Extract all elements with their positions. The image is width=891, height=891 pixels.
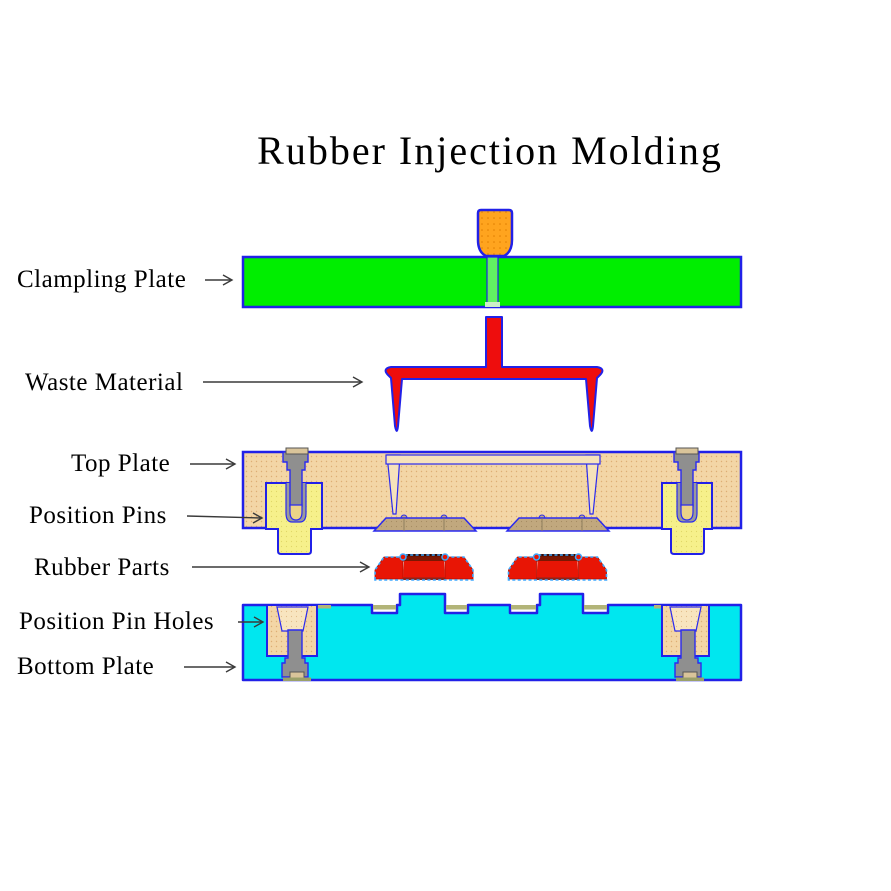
page-title: Rubber Injection Molding <box>257 128 723 173</box>
rubber-part <box>374 553 474 581</box>
arrow-waste-material <box>203 376 364 388</box>
label-rubber-parts: Rubber Parts <box>34 554 170 581</box>
label-top-plate: Top Plate <box>71 450 171 477</box>
label-position-pins: Position Pins <box>29 502 167 529</box>
arrow-bottom-plate <box>184 661 237 673</box>
label-waste-material: Waste Material <box>25 369 184 396</box>
label-position-pin-holes: Position Pin Holes <box>19 608 215 635</box>
arrow-position-pin-holes <box>238 616 265 628</box>
position-pin-tip-left <box>289 504 303 521</box>
arrow-rubber-parts <box>192 561 371 573</box>
bottom-strip <box>676 677 704 681</box>
arrow-position-pins <box>186 512 264 524</box>
top-plate-shape <box>241 450 743 530</box>
rubber-part <box>507 553 608 581</box>
pin-hole-funnel-right <box>669 606 702 632</box>
waste-material-shape <box>384 316 604 432</box>
pin-hole-pin-left <box>281 629 309 678</box>
runner-recess <box>385 454 601 465</box>
cavity-strip <box>373 605 396 610</box>
cavity-strip <box>446 605 467 610</box>
arrow-top-plate <box>190 458 237 470</box>
injection-sprue-funnel-shape <box>476 208 514 258</box>
cavity-trapezoid-left <box>372 517 478 532</box>
pin-cap-left <box>285 447 309 455</box>
cavity-trapezoid-right <box>505 517 611 532</box>
position-pin-tip-right <box>680 504 694 521</box>
pin-hole-pin-right <box>674 629 702 678</box>
label-bottom-plate: Bottom Plate <box>17 653 155 680</box>
bottom-strip <box>283 677 311 681</box>
arrow-clamping-plate <box>205 274 234 286</box>
bottom-plate-shape <box>241 592 743 682</box>
surface-strip <box>318 605 331 609</box>
channel-exit-gap <box>485 302 500 307</box>
label-clamping-plate: Clampling Plate <box>17 266 187 293</box>
surface-strip <box>654 605 667 609</box>
cavity-strip <box>511 605 536 610</box>
cavity-strip <box>584 605 607 610</box>
cavity-division-lines <box>403 518 583 531</box>
clamping-plate-sprue-channel <box>486 256 499 308</box>
pin-hole-funnel-left <box>276 606 309 632</box>
pin-cap-right <box>675 447 699 455</box>
leader-arrows <box>184 274 371 673</box>
